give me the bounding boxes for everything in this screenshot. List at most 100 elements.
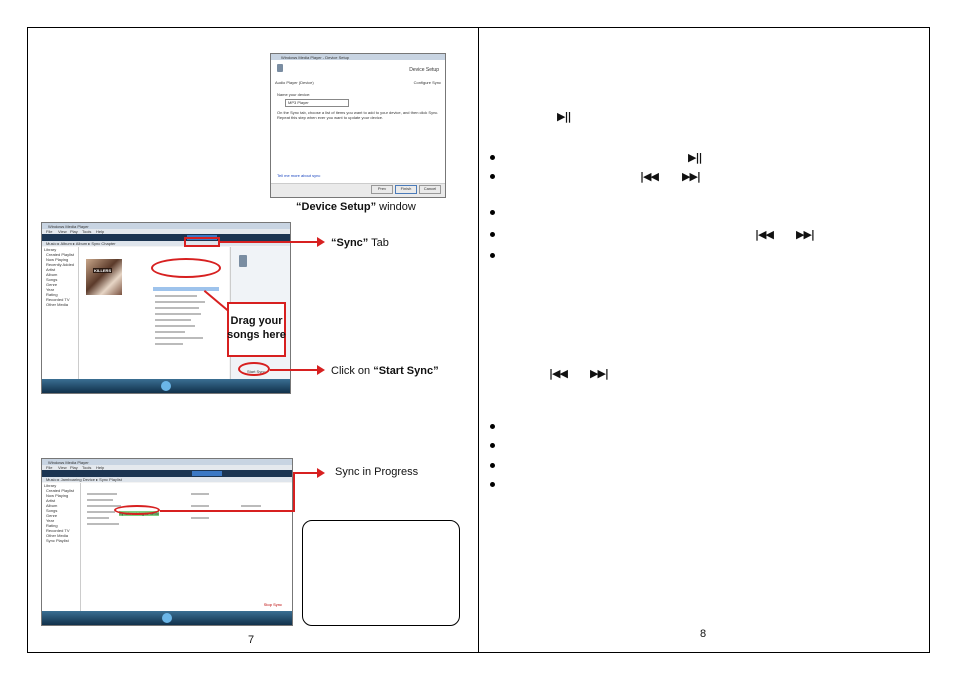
- wmp-progress-content: Synchronizing to device...: [81, 483, 292, 611]
- wmp-progress-breadcrumb: Music ▸ Jamboaring Device ▸ Sync Playlis…: [46, 477, 122, 482]
- sidebar-item[interactable]: Year: [46, 287, 55, 292]
- bullet: [490, 443, 495, 448]
- device-setup-caption-bold: “Device Setup”: [296, 201, 377, 213]
- sidebar-item[interactable]: Created Playlist: [46, 252, 75, 257]
- wmp-sync-navbar: [42, 234, 290, 241]
- device-name-field[interactable]: MP3 Player: [285, 99, 349, 107]
- prev-button[interactable]: Prev: [371, 185, 393, 194]
- sync-progress-caption: Sync in Progress: [335, 466, 419, 478]
- device-setup-heading: Device Setup: [409, 67, 439, 73]
- sidebar-item[interactable]: Other Media: [46, 533, 69, 538]
- menu-play[interactable]: Play: [70, 229, 78, 234]
- sidebar-item[interactable]: Recorded TV: [46, 297, 70, 302]
- menu-play[interactable]: Play: [70, 465, 78, 470]
- drag-songs-box: [227, 302, 286, 357]
- note-box: [302, 520, 460, 626]
- sidebar-item[interactable]: Rating: [46, 523, 58, 528]
- menu-tools[interactable]: Tools: [82, 465, 92, 470]
- menu-tools[interactable]: Tools: [82, 229, 92, 234]
- wmp-progress-titlebar: [42, 459, 292, 465]
- page-number-right: 8: [700, 628, 707, 640]
- list-row: [155, 325, 195, 327]
- sidebar-item[interactable]: Library: [44, 247, 57, 252]
- sidebar-item[interactable]: Library: [44, 483, 57, 488]
- next-track-icon: ▶▶|: [682, 170, 701, 183]
- sync-tab[interactable]: [192, 471, 222, 476]
- name-label: Name your device:: [277, 92, 311, 97]
- sidebar-item[interactable]: Songs: [46, 277, 58, 282]
- sidebar-item[interactable]: Artist: [46, 267, 56, 272]
- sidebar-item[interactable]: Rating: [46, 292, 58, 297]
- list-row: [191, 493, 209, 495]
- menu-help[interactable]: Help: [96, 229, 105, 234]
- bullet: [490, 155, 495, 160]
- start-sync-caption: Click on “Start Sync”: [331, 365, 439, 377]
- start-sync-caption-prefix: Click on: [331, 365, 374, 377]
- play-button[interactable]: [161, 381, 171, 391]
- wmp-progress-sidebar: Library Created Playlist Now Playing Art…: [42, 483, 81, 611]
- device-setup-caption-rest: window: [376, 201, 416, 213]
- device-setup-title: Windows Media Player - Device Setup: [281, 55, 350, 60]
- device-label: Audio Player (Device): [275, 80, 314, 85]
- album-label: KILLERS: [93, 268, 113, 273]
- stop-sync-button[interactable]: Stop Sync: [263, 602, 282, 607]
- sidebar-item[interactable]: Recently Added: [46, 262, 75, 267]
- sidebar-item[interactable]: Artist: [46, 498, 56, 503]
- sidebar-item[interactable]: Now Playing: [46, 257, 69, 262]
- menu-view[interactable]: View: [58, 229, 67, 234]
- prev-track-icon: |◀◀: [549, 367, 568, 380]
- sidebar-item[interactable]: Created Playlist: [46, 488, 75, 493]
- bullet: [490, 210, 495, 215]
- wmp-sync-address: Music ▸ Album ▸ Album ▸ Sync Chapter: [42, 241, 290, 246]
- play-button[interactable]: [162, 613, 172, 623]
- sidebar-item[interactable]: Album: [46, 272, 58, 277]
- sidebar-item[interactable]: Sync Playlist: [46, 538, 69, 543]
- prev-track-icon: |◀◀: [755, 228, 774, 241]
- sidebar-item[interactable]: Album: [46, 503, 58, 508]
- wmp-sync-sidebar: Library Created Playlist Now Playing Rec…: [42, 247, 79, 379]
- device-icon: [277, 64, 283, 72]
- menu-help[interactable]: Help: [96, 465, 105, 470]
- device-setup-caption: “Device Setup” window: [296, 201, 416, 213]
- list-row: [191, 505, 209, 507]
- bullet: [490, 424, 495, 429]
- list-row: [87, 523, 119, 525]
- sidebar-item[interactable]: Year: [46, 518, 55, 523]
- page-divider: [478, 27, 479, 653]
- wmp-sync-breadcrumb: Music ▸ Album ▸ Album ▸ Sync Chapter: [46, 241, 116, 246]
- sidebar-item[interactable]: Genre: [46, 282, 58, 287]
- progress-arrow-h: [160, 510, 294, 512]
- start-sync-arrowhead: [317, 365, 325, 375]
- sidebar-item[interactable]: Songs: [46, 508, 58, 513]
- sync-tab-caption-bold: “Sync”: [331, 237, 369, 249]
- list-row: [155, 331, 185, 333]
- sidebar-item[interactable]: Genre: [46, 513, 58, 518]
- progress-arrowhead: [317, 468, 325, 478]
- wmp-sync-title: Windows Media Player: [48, 224, 89, 229]
- sidebar-item[interactable]: Other Media: [46, 302, 69, 307]
- progress-highlight: [114, 505, 160, 515]
- sync-tab-arrowhead: [317, 237, 325, 247]
- play-pause-icon: ▶||: [557, 110, 571, 123]
- prev-track-icon: |◀◀: [640, 170, 659, 183]
- sidebar-item[interactable]: Recorded TV: [46, 528, 70, 533]
- menu-file[interactable]: File: [46, 229, 53, 234]
- device-setup-titlebar: [271, 54, 445, 60]
- tell-me-more-link[interactable]: Tell me more about sync: [277, 173, 321, 178]
- menu-view[interactable]: View: [58, 465, 67, 470]
- finish-button[interactable]: Finish: [395, 185, 417, 194]
- bullet: [490, 232, 495, 237]
- cancel-button[interactable]: Cancel: [419, 185, 441, 194]
- sidebar-item[interactable]: Now Playing: [46, 493, 69, 498]
- start-sync-highlight: [238, 362, 270, 376]
- sync-tab-highlight: [184, 237, 220, 247]
- start-sync-caption-bold: “Start Sync”: [373, 365, 439, 377]
- bullet: [490, 253, 495, 258]
- list-row: [155, 337, 203, 339]
- configure-sync-link[interactable]: Configure Sync: [413, 80, 441, 85]
- drag-caption-line2: songs here: [227, 329, 286, 341]
- list-row: [191, 517, 209, 519]
- wmp-progress-transport: [42, 611, 292, 625]
- progress-arrow-top: [293, 472, 318, 474]
- menu-file[interactable]: File: [46, 465, 53, 470]
